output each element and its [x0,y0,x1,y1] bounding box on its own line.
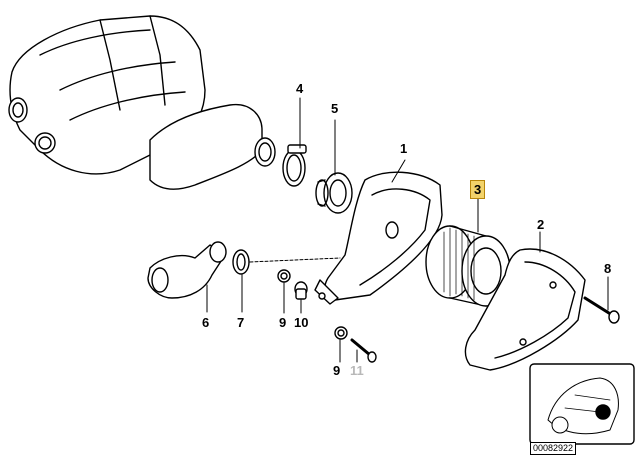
callout-7[interactable]: 7 [237,315,245,330]
callout-9-upper[interactable]: 9 [279,315,287,330]
location-inset [529,363,635,445]
hose-clamp [282,144,307,187]
callout-10[interactable]: 10 [294,315,309,330]
callout-6[interactable]: 6 [202,315,210,330]
leader-lines [206,97,609,363]
intake-silencer-cover [464,248,586,371]
callout-11[interactable]: 11 [350,363,364,378]
callout-9-lower[interactable]: 9 [333,363,341,378]
grommet-upper [277,269,291,283]
callout-5[interactable]: 5 [331,101,339,116]
screw-lower [350,338,377,363]
document-id: 00082922 [530,442,577,455]
rubber-sleeve [315,172,353,214]
clamp-ring [232,249,250,275]
rubber-mount [294,281,308,300]
grommet-lower [334,326,348,340]
callout-3[interactable]: 3 [470,180,486,199]
screw [583,296,620,324]
callout-2[interactable]: 2 [537,217,545,232]
callout-4[interactable]: 4 [296,81,304,96]
callout-1[interactable]: 1 [400,141,408,156]
air-collector-housing [8,15,276,190]
callout-8[interactable]: 8 [604,261,612,276]
intake-hose [147,241,227,299]
intake-silencer-housing [314,171,443,305]
